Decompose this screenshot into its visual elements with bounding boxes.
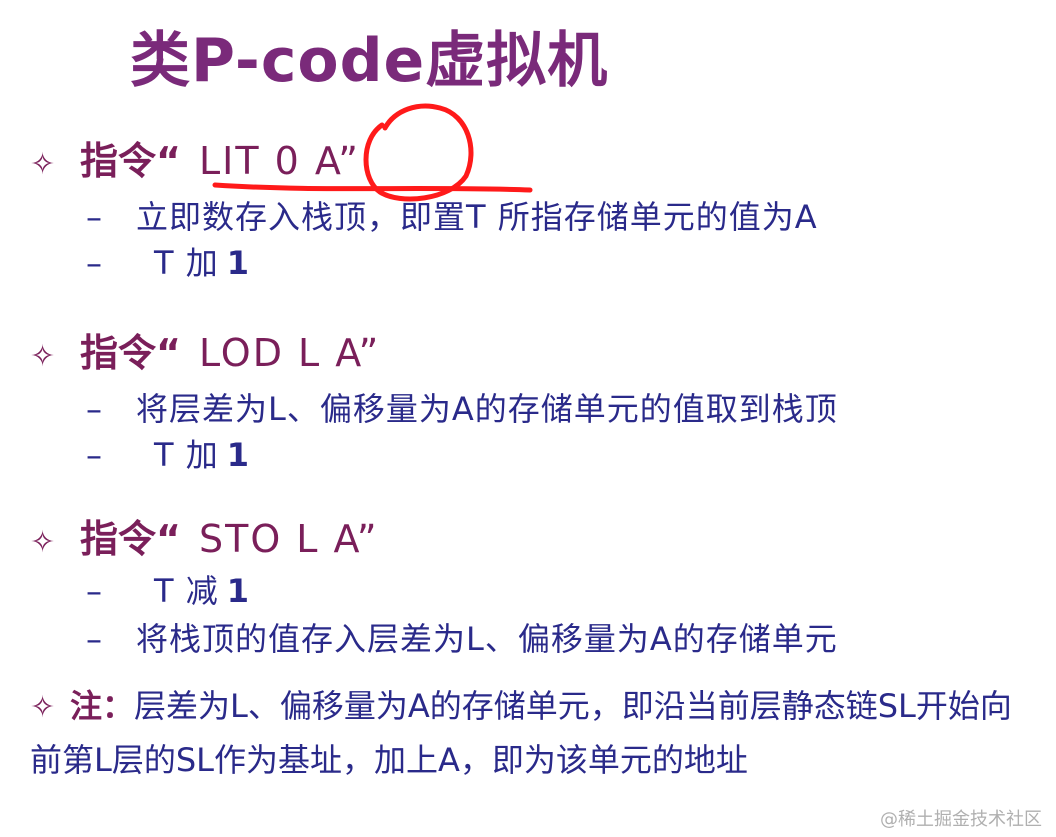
diamond-bullet-icon: ✧ xyxy=(30,690,56,725)
note-text: 层差为L、偏移量为A的存储单元，即沿当前层静态链SL开始向前第L层的SL作为基址… xyxy=(30,687,1012,779)
instruction-code: STO L A” xyxy=(198,517,379,561)
list-item-text: 立即数存入栈顶，即置T 所指存储单元的值为A xyxy=(136,198,818,236)
dash-bullet: – xyxy=(86,198,102,236)
instruction-lod-heading: ✧ 指令“ LOD L A” xyxy=(30,322,380,377)
list-item: – T 加 1 xyxy=(86,430,250,476)
instruction-code: LIT 0 A” xyxy=(198,139,360,183)
list-item-text: T 加 xyxy=(154,244,219,282)
dash-bullet: – xyxy=(86,244,102,282)
diamond-bullet-icon: ✧ xyxy=(30,339,56,374)
list-item: – 立即数存入栈顶，即置T 所指存储单元的值为A xyxy=(86,192,818,238)
instruction-code: LOD L A” xyxy=(198,331,381,375)
list-item-text: T 减 xyxy=(154,572,219,610)
instruction-lit-heading: ✧ 指令“ LIT 0 A” xyxy=(30,130,360,185)
diamond-bullet-icon: ✧ xyxy=(30,147,56,182)
instruction-sto-heading: ✧ 指令“ STO L A” xyxy=(30,508,379,563)
dash-bullet: – xyxy=(86,572,102,610)
list-item: – 将栈顶的值存入层差为L、偏移量为A的存储单元 xyxy=(86,614,838,660)
dash-bullet: – xyxy=(86,620,102,658)
list-item-number: 1 xyxy=(226,436,250,474)
diamond-bullet-icon: ✧ xyxy=(30,525,56,560)
page-title: 类P-code虚拟机 xyxy=(130,26,609,96)
note-label: 注： xyxy=(70,687,135,725)
list-item: – T 加 1 xyxy=(86,238,250,284)
watermark: @稀土掘金技术社区 xyxy=(880,809,1042,830)
list-item-text: 将层差为L、偏移量为A的存储单元的值取到栈顶 xyxy=(136,390,838,428)
list-item-text: 将栈顶的值存入层差为L、偏移量为A的存储单元 xyxy=(136,620,838,658)
list-item: – 将层差为L、偏移量为A的存储单元的值取到栈顶 xyxy=(86,384,838,430)
dash-bullet: – xyxy=(86,436,102,474)
instruction-label: 指令“ xyxy=(80,139,181,183)
note-paragraph: ✧ 注：层差为L、偏移量为A的存储单元，即沿当前层静态链SL开始向前第L层的SL作… xyxy=(30,680,1040,786)
list-item-number: 1 xyxy=(226,572,250,610)
list-item-number: 1 xyxy=(226,244,250,282)
dash-bullet: – xyxy=(86,390,102,428)
circle-stroke xyxy=(363,103,474,202)
list-item-text: T 加 xyxy=(154,436,219,474)
instruction-label: 指令“ xyxy=(80,517,181,561)
list-item: – T 减 1 xyxy=(86,566,250,612)
underline-stroke xyxy=(212,182,533,193)
instruction-label: 指令“ xyxy=(80,331,181,375)
